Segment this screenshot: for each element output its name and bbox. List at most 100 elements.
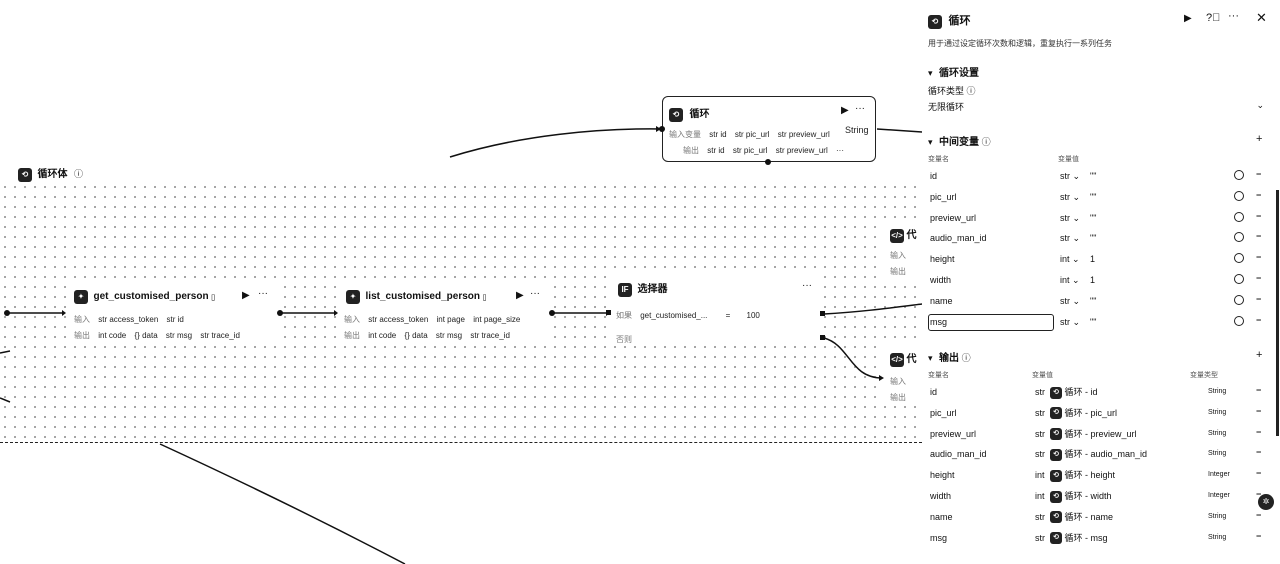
node2-output-port[interactable] [549, 310, 555, 316]
remove-variable-button[interactable]: − [1256, 293, 1262, 304]
more-icon[interactable]: ··· [530, 288, 540, 299]
remove-variable-button[interactable]: − [1256, 169, 1262, 179]
settings-section-header[interactable]: ▾ 循环设置 [928, 64, 979, 79]
add-output-button[interactable]: + [1256, 349, 1263, 361]
selector-node[interactable]: IF 选择器 ··· 如果 get_customised_... = 100 否… [610, 276, 820, 346]
output-reference[interactable]: ⟲ 循环 - name [1050, 510, 1113, 524]
add-variable-button[interactable]: + [1256, 133, 1263, 145]
output-reference[interactable]: ⟲ 循环 - preview_url [1050, 427, 1137, 441]
variable-value[interactable]: "" [1090, 316, 1097, 327]
if-output-port[interactable] [820, 311, 825, 316]
variable-name[interactable]: height [930, 254, 955, 265]
help-float-icon[interactable]: ✲ [1258, 494, 1274, 510]
plugin-node-get-customised-person[interactable]: ✦ get_customised_person ▯ ▶ ··· 输入 str a… [66, 284, 276, 344]
variable-name[interactable]: name [930, 295, 953, 306]
scrollbar[interactable] [1276, 190, 1279, 436]
remove-output-button[interactable]: − [1256, 468, 1262, 479]
output-name[interactable]: id [930, 387, 938, 397]
loop-input-port[interactable] [659, 126, 665, 132]
node1-output-port[interactable] [277, 310, 283, 316]
remove-variable-button[interactable]: − [1256, 210, 1262, 221]
output-section-header[interactable]: ▾ 输出 ⓘ [928, 349, 971, 364]
remove-variable-button[interactable]: − [1256, 314, 1262, 325]
else-output-port[interactable] [820, 335, 825, 340]
settings-circle-icon[interactable] [1234, 274, 1244, 284]
close-icon[interactable]: ✕ [1256, 10, 1267, 25]
variable-type-select[interactable]: str ⌄ [1060, 213, 1080, 224]
output-name[interactable]: width [930, 491, 952, 501]
code-node-2[interactable]: </> 代 输入 输出 [884, 346, 922, 402]
vars-section-header[interactable]: ▾ 中间变量 ⓘ [928, 133, 991, 148]
remove-output-button[interactable]: − [1256, 530, 1262, 541]
loop-node[interactable]: ⟲ 循环 ▶ ··· 输入变量 str id str pic_url str p… [662, 96, 876, 162]
remove-output-button[interactable]: − [1256, 385, 1262, 395]
variable-name[interactable]: preview_url [930, 212, 977, 223]
output-name[interactable]: preview_url [930, 428, 977, 439]
output-name[interactable]: pic_url [930, 407, 957, 418]
output-reference[interactable]: ⟲ 循环 - audio_man_id [1050, 447, 1147, 462]
output-reference[interactable]: ⟲ 循环 - width [1050, 489, 1112, 503]
variable-type-select[interactable]: str ⌄ [1060, 233, 1080, 244]
output-name[interactable]: height [930, 470, 955, 481]
settings-circle-icon[interactable] [1234, 211, 1244, 222]
run-icon[interactable]: ▶ [841, 105, 849, 116]
variable-type-select[interactable]: int ⌄ [1060, 275, 1080, 286]
remove-variable-button[interactable]: − [1256, 273, 1262, 283]
remove-output-button[interactable]: − [1256, 447, 1262, 458]
remove-output-button[interactable]: − [1256, 509, 1262, 520]
run-icon[interactable]: ▶ [242, 290, 250, 301]
variable-name[interactable]: pic_url [930, 191, 957, 202]
output-reference[interactable]: ⟲ 循环 - id [1050, 385, 1098, 399]
settings-circle-icon[interactable] [1234, 294, 1244, 305]
variable-value[interactable]: "" [1090, 295, 1097, 306]
help-icon[interactable]: ?⃝ [1206, 12, 1221, 24]
remove-variable-button[interactable]: − [1256, 231, 1262, 242]
variable-row[interactable]: audio_man_id str ⌄ "" − [930, 230, 1270, 250]
variable-row[interactable]: msg str ⌄ "" − [930, 314, 1270, 334]
variable-name[interactable]: width [930, 275, 952, 285]
variable-name-input-focused[interactable] [928, 314, 1054, 331]
variable-name[interactable]: audio_man_id [930, 233, 987, 244]
output-reference[interactable]: ⟲ 循环 - msg [1050, 531, 1108, 545]
body-start-port[interactable] [4, 310, 10, 316]
remove-output-button[interactable]: − [1256, 489, 1262, 499]
variable-value[interactable]: 1 [1090, 275, 1096, 285]
more-icon[interactable]: ··· [855, 103, 865, 114]
output-reference[interactable]: ⟲ 循环 - pic_url [1050, 406, 1117, 420]
output-name[interactable]: msg [930, 532, 948, 543]
loop-bottom-port[interactable] [765, 159, 771, 165]
output-name[interactable]: name [930, 511, 953, 522]
variable-name[interactable]: msg [930, 316, 948, 327]
variable-value[interactable]: "" [1090, 191, 1097, 202]
more-icon[interactable]: ··· [802, 280, 812, 291]
remove-variable-button[interactable]: − [1256, 189, 1262, 200]
more-icon[interactable]: ··· [258, 288, 268, 299]
settings-circle-icon[interactable] [1234, 190, 1244, 201]
workflow-canvas[interactable]: ⟲ 循环体 ⓘ ⟲ 循环 ▶ ··· 输入变量 str id str pic_u… [0, 0, 922, 564]
more-icon[interactable]: ··· [835, 146, 844, 155]
variable-value[interactable]: "" [1090, 233, 1097, 244]
remove-variable-button[interactable]: − [1256, 252, 1262, 263]
remove-output-button[interactable]: − [1256, 426, 1262, 437]
loop-body-header[interactable]: ⟲ 循环体 ⓘ [18, 165, 83, 182]
selector-input-port[interactable] [606, 310, 611, 315]
plugin-node-list-customised-person[interactable]: ✦ list_customised_person ▯ ▶ ··· 输入 str … [338, 284, 548, 344]
settings-circle-icon[interactable] [1234, 253, 1244, 264]
settings-circle-icon[interactable] [1234, 315, 1244, 326]
variable-value[interactable]: "" [1090, 171, 1097, 181]
remove-output-button[interactable]: − [1256, 405, 1262, 416]
run-icon[interactable]: ▶ [516, 290, 524, 301]
loop-type-select[interactable]: 无限循环 ⌄ [928, 100, 1264, 113]
variable-type-select[interactable]: str ⌄ [1060, 317, 1080, 328]
output-name[interactable]: audio_man_id [930, 449, 987, 460]
